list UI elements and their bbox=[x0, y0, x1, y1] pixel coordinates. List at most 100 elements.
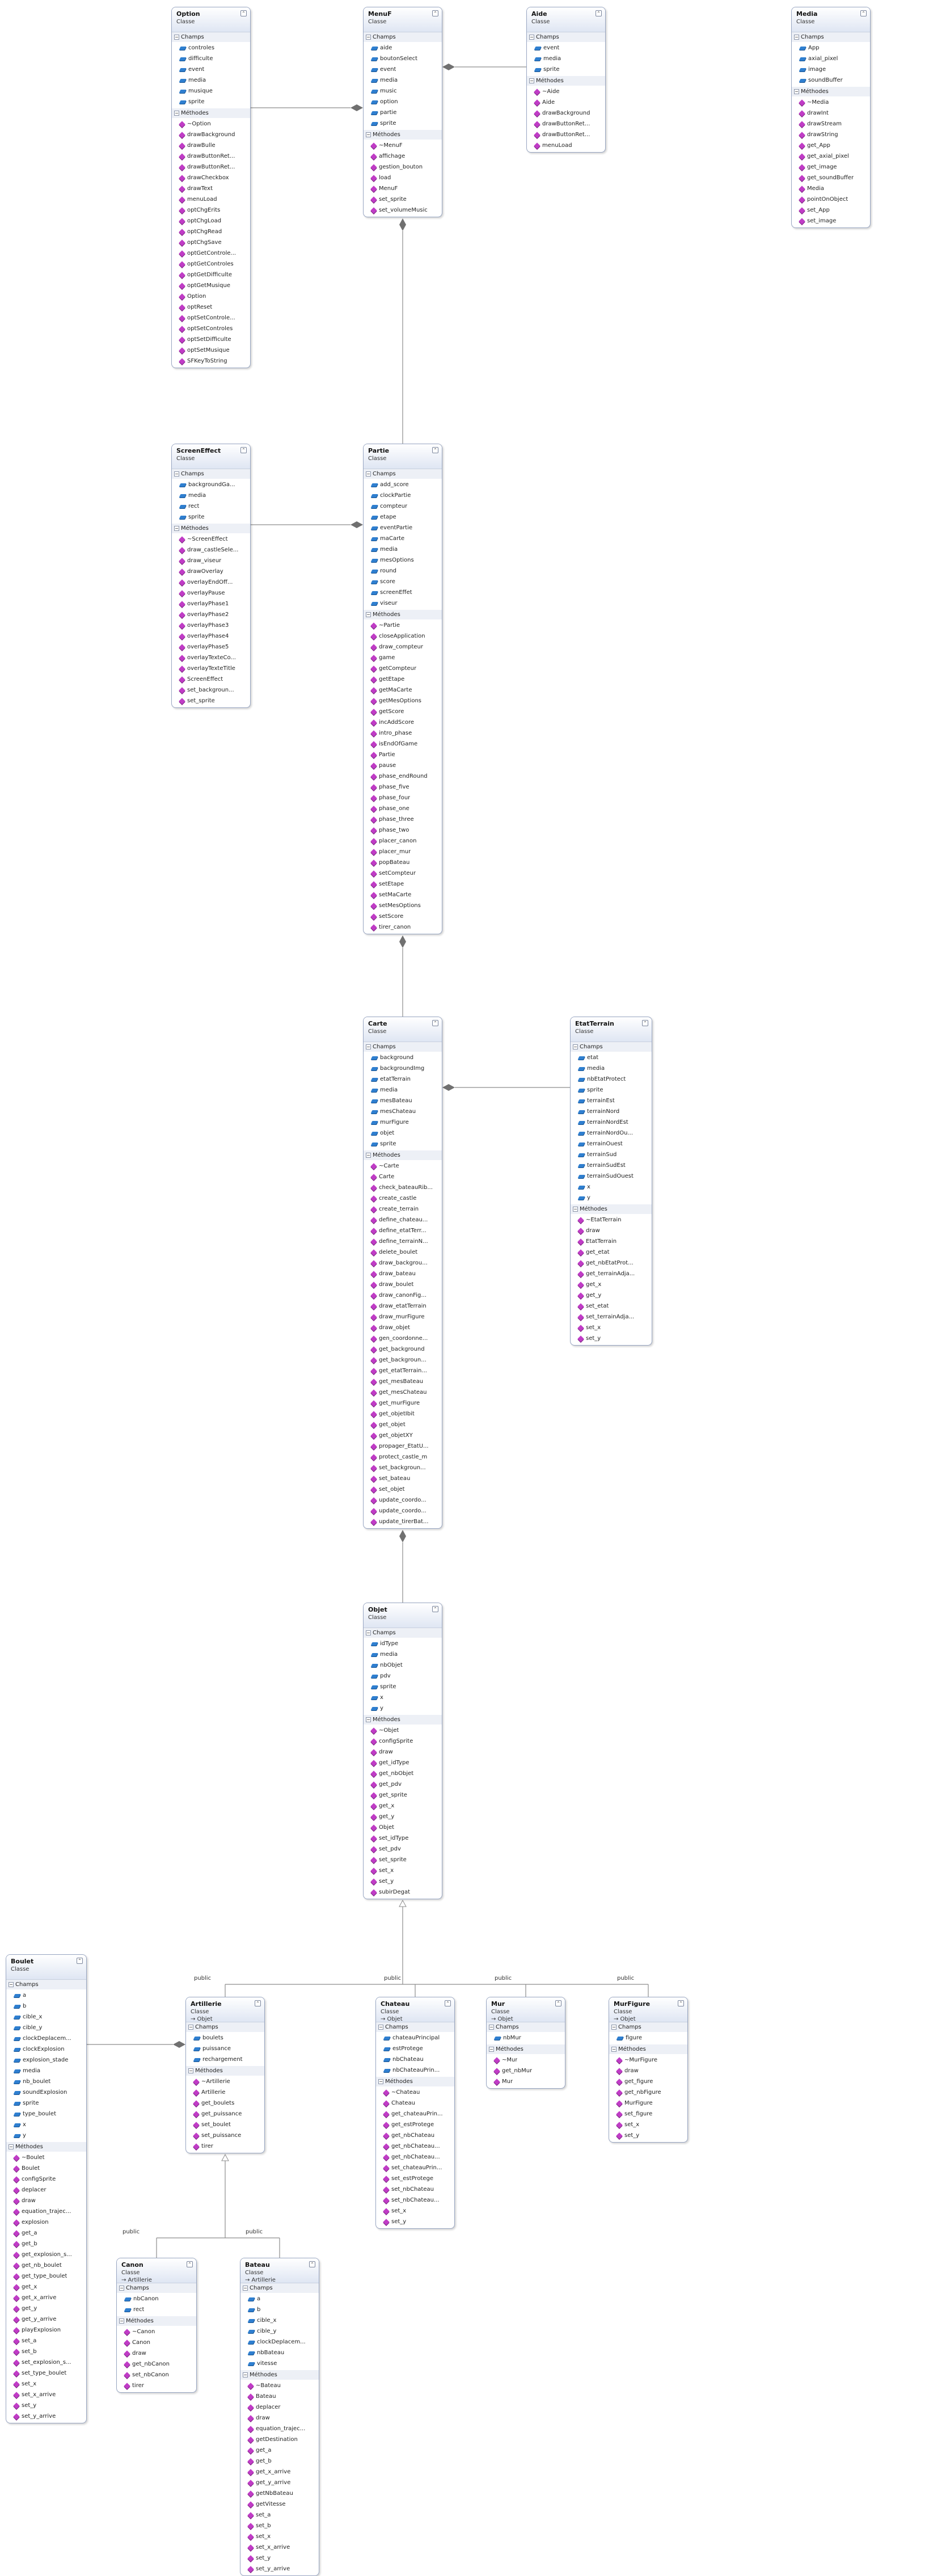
method-item[interactable]: drawText bbox=[172, 183, 250, 194]
section-fields[interactable]: −Champs bbox=[609, 2022, 687, 2032]
field-item[interactable]: media bbox=[364, 1649, 442, 1660]
field-item[interactable]: figure bbox=[609, 2033, 687, 2043]
method-item[interactable]: getMesOptions bbox=[364, 695, 442, 706]
method-item[interactable]: get_objet bbox=[364, 1419, 442, 1430]
field-item[interactable]: y bbox=[364, 1703, 442, 1714]
method-item[interactable]: set_sprite bbox=[172, 695, 250, 706]
field-item[interactable]: etape bbox=[364, 512, 442, 522]
method-item[interactable]: draw_etatTerrain bbox=[364, 1301, 442, 1312]
method-item[interactable]: overlayPhase1 bbox=[172, 598, 250, 609]
method-item[interactable]: Mur bbox=[487, 2076, 565, 2087]
method-item[interactable]: set_boulet bbox=[186, 2119, 264, 2130]
section-methods[interactable]: −Méthodes bbox=[571, 1204, 652, 1214]
method-item[interactable]: check_bateauRib... bbox=[364, 1182, 442, 1193]
method-item[interactable]: ~Option bbox=[172, 119, 250, 129]
field-item[interactable]: score bbox=[364, 576, 442, 587]
field-item[interactable]: screenEffet bbox=[364, 587, 442, 598]
method-item[interactable]: define_terrainN... bbox=[364, 1236, 442, 1247]
field-item[interactable]: sprite bbox=[571, 1085, 652, 1095]
method-item[interactable]: drawButtonRet... bbox=[527, 119, 605, 129]
method-item[interactable]: set_backgroun... bbox=[364, 1462, 442, 1473]
method-item[interactable]: get_b bbox=[240, 2456, 319, 2467]
collapse-section-icon[interactable]: − bbox=[794, 35, 799, 40]
method-item[interactable]: get_terrainAdja... bbox=[571, 1268, 652, 1279]
method-item[interactable]: set_figure bbox=[609, 2109, 687, 2119]
field-item[interactable]: terrainNordEst bbox=[571, 1117, 652, 1128]
method-item[interactable]: load bbox=[364, 172, 442, 183]
method-item[interactable]: MurFigure bbox=[609, 2098, 687, 2109]
method-item[interactable]: Partie bbox=[364, 749, 442, 760]
field-item[interactable]: soundBuffer bbox=[792, 75, 870, 86]
collapse-section-icon[interactable]: − bbox=[611, 2025, 616, 2030]
collapse-icon[interactable]: ⌃ bbox=[555, 2000, 561, 2006]
method-item[interactable]: set_y bbox=[364, 1876, 442, 1887]
method-item[interactable]: get_nb_boulet bbox=[6, 2260, 86, 2271]
method-item[interactable]: tirer bbox=[186, 2141, 264, 2152]
method-item[interactable]: menuLoad bbox=[172, 194, 250, 205]
field-item[interactable]: media bbox=[172, 490, 250, 501]
field-item[interactable]: media bbox=[527, 53, 605, 64]
method-item[interactable]: set_x bbox=[376, 2206, 454, 2216]
method-item[interactable]: set_sprite bbox=[364, 194, 442, 205]
section-methods[interactable]: −Méthodes bbox=[792, 87, 870, 96]
method-item[interactable]: get_a bbox=[6, 2228, 86, 2238]
method-item[interactable]: configSprite bbox=[6, 2174, 86, 2185]
collapse-section-icon[interactable]: − bbox=[366, 1717, 371, 1722]
method-item[interactable]: set_nbChateau... bbox=[376, 2195, 454, 2206]
method-item[interactable]: drawOverlay bbox=[172, 566, 250, 577]
field-item[interactable]: etat bbox=[571, 1052, 652, 1063]
method-item[interactable]: set_x_arrive bbox=[6, 2389, 86, 2400]
method-item[interactable]: get_axial_pixel bbox=[792, 151, 870, 162]
method-item[interactable]: get_murFigure bbox=[364, 1398, 442, 1409]
method-item[interactable]: set_sprite bbox=[364, 1854, 442, 1865]
method-item[interactable]: phase_five bbox=[364, 782, 442, 792]
field-item[interactable]: estProtege bbox=[376, 2043, 454, 2054]
collapse-section-icon[interactable]: − bbox=[489, 2047, 494, 2052]
field-item[interactable]: boulets bbox=[186, 2033, 264, 2043]
collapse-icon[interactable]: ⌃ bbox=[187, 2261, 193, 2267]
method-item[interactable]: overlayEndOff... bbox=[172, 577, 250, 588]
method-item[interactable]: set_y bbox=[6, 2400, 86, 2411]
section-methods[interactable]: −Méthodes bbox=[364, 610, 442, 619]
collapse-section-icon[interactable]: − bbox=[489, 2025, 494, 2030]
method-item[interactable]: drawButtonRet... bbox=[527, 129, 605, 140]
collapse-section-icon[interactable]: − bbox=[366, 1153, 371, 1158]
method-item[interactable]: ~Media bbox=[792, 97, 870, 108]
method-item[interactable]: get_nbChateau... bbox=[376, 2141, 454, 2152]
method-item[interactable]: set_y bbox=[240, 2553, 319, 2564]
method-item[interactable]: get_estProtege bbox=[376, 2119, 454, 2130]
method-item[interactable]: get_idType bbox=[364, 1757, 442, 1768]
method-item[interactable]: set_nbCanon bbox=[117, 2370, 196, 2380]
collapse-icon[interactable]: ⌃ bbox=[678, 2000, 684, 2006]
field-item[interactable]: murFigure bbox=[364, 1117, 442, 1128]
collapse-section-icon[interactable]: − bbox=[188, 2025, 193, 2030]
method-item[interactable]: set_puissance bbox=[186, 2130, 264, 2141]
field-item[interactable]: event bbox=[527, 43, 605, 53]
method-item[interactable]: get_pdv bbox=[364, 1779, 442, 1790]
method-item[interactable]: set_y_arrive bbox=[6, 2411, 86, 2422]
method-item[interactable]: draw bbox=[571, 1225, 652, 1236]
field-item[interactable]: rechargement bbox=[186, 2054, 264, 2065]
method-item[interactable]: draw_compteur bbox=[364, 642, 442, 652]
method-item[interactable]: get_type_boulet bbox=[6, 2271, 86, 2282]
method-item[interactable]: set_y bbox=[571, 1333, 652, 1344]
method-item[interactable]: drawInt bbox=[792, 108, 870, 119]
method-item[interactable]: ~Artillerie bbox=[186, 2076, 264, 2087]
method-item[interactable]: get_y_arrive bbox=[240, 2477, 319, 2488]
method-item[interactable]: ~Canon bbox=[117, 2326, 196, 2337]
field-item[interactable]: event bbox=[172, 64, 250, 75]
field-item[interactable]: aide bbox=[364, 43, 442, 53]
method-item[interactable]: get_etat bbox=[571, 1247, 652, 1258]
field-item[interactable]: objet bbox=[364, 1128, 442, 1139]
method-item[interactable]: get_nbChateau bbox=[376, 2130, 454, 2141]
field-item[interactable]: nbEtatProtect bbox=[571, 1074, 652, 1085]
method-item[interactable]: optGetControles bbox=[172, 259, 250, 269]
field-item[interactable]: option bbox=[364, 96, 442, 107]
collapse-section-icon[interactable]: − bbox=[119, 2318, 124, 2324]
method-item[interactable]: set_y bbox=[609, 2130, 687, 2141]
